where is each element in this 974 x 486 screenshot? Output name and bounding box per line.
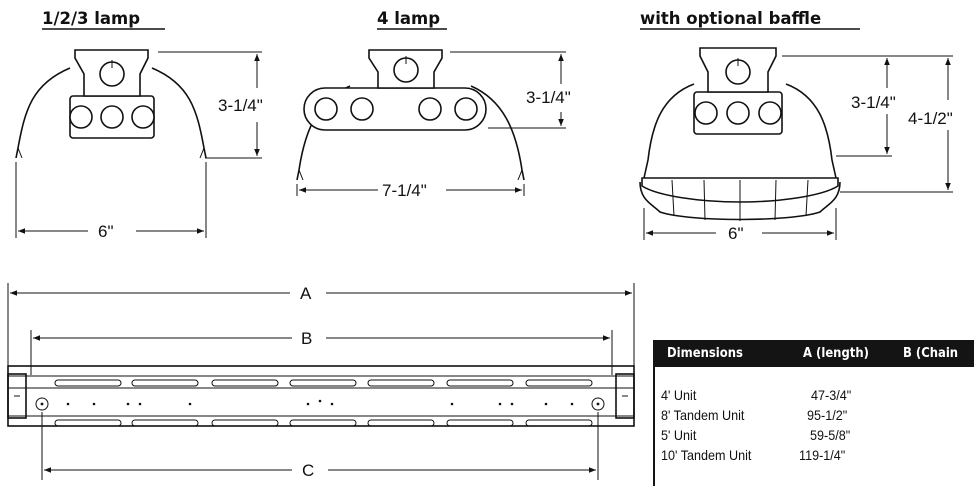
plan-view: A B xyxy=(7,283,635,480)
lamp-circle xyxy=(69,105,93,129)
width-dim-label: 6" xyxy=(98,222,114,241)
view-123-lamp: 1/2/3 lamp 3-1/4" 6" xyxy=(15,9,263,241)
mounting-holes xyxy=(66,399,574,406)
view-baffle: with optional baffle 3-1/4" 4-1/2" xyxy=(639,9,953,243)
lamp-circle xyxy=(694,101,718,125)
row-name: 8' Tandem Unit xyxy=(661,407,745,423)
view-123-title: 1/2/3 lamp xyxy=(42,9,140,28)
header-b-chain: B (Chain xyxy=(903,345,959,361)
lamp-circle xyxy=(314,97,338,121)
header-dimensions: Dimensions xyxy=(667,345,743,361)
row-a-length: 95-1/2" xyxy=(807,407,848,423)
total-height-dim-label: 4-1/2" xyxy=(908,109,953,128)
table-header: Dimensions A (length) B (Chain xyxy=(653,340,974,367)
row-a-length: 47-3/4" xyxy=(811,387,852,403)
width-dim-label: 7-1/4" xyxy=(382,181,427,200)
lamp-circle xyxy=(350,97,374,121)
view-4-lamp: 4 lamp 3-1/4" 7-1/4" xyxy=(296,9,571,200)
width-dim-label: 6" xyxy=(728,224,744,243)
row-a-length: 119-1/4" xyxy=(799,447,846,463)
lamp-circle xyxy=(454,97,478,121)
lamp-circle xyxy=(758,101,782,125)
reflector-shape xyxy=(15,67,207,159)
dim-c-label: C xyxy=(302,461,314,480)
row-name: 10' Tandem Unit xyxy=(661,447,752,463)
dim-b-label: B xyxy=(301,329,312,348)
row-a-length: 59-5/8" xyxy=(810,427,851,443)
header-a-length: A (length) xyxy=(803,345,869,361)
view-4-title: 4 lamp xyxy=(377,9,440,28)
knockout-slots xyxy=(54,379,593,427)
lamp-circle xyxy=(131,105,155,129)
height-dim-label: 3-1/4" xyxy=(526,88,571,107)
view-baffle-title: with optional baffle xyxy=(640,9,821,28)
lamp-circle xyxy=(100,105,124,129)
row-name: 5' Unit xyxy=(661,427,697,443)
height-dim-label: 3-1/4" xyxy=(218,96,263,115)
dim-a-label: A xyxy=(300,284,312,303)
chain-hole xyxy=(591,397,605,411)
channel-body xyxy=(7,365,635,427)
lamp-circle xyxy=(418,97,442,121)
row-name: 4' Unit xyxy=(661,387,697,403)
chain-hole xyxy=(35,397,49,411)
lamp-circle xyxy=(726,101,750,125)
dimensions-table: Dimensions A (length) B (Chain 4' Unit 4… xyxy=(653,340,974,486)
height-dim-label: 3-1/4" xyxy=(851,93,896,112)
reflector-shape xyxy=(643,83,837,179)
